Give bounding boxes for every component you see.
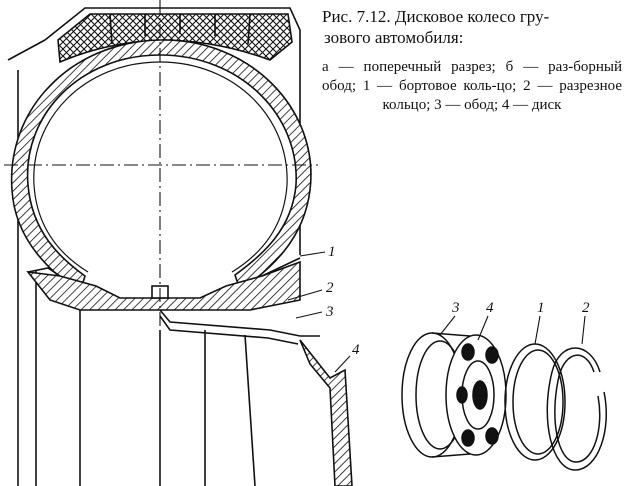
tire-cross-section (4, 0, 353, 486)
label-disc: 4 (352, 342, 360, 358)
rim-base (26, 260, 301, 311)
caption-title: Рис. 7.12. Дисковое колесо гру- зового а… (322, 6, 622, 48)
exploded-split-ring (546, 347, 608, 471)
label-split-ring: 2 (326, 280, 334, 296)
disc (299, 339, 353, 486)
exploded-view (401, 315, 608, 471)
label-bead-ring: 1 (328, 244, 336, 260)
caption-title-line1: Рис. 7.12. Дисковое колесо гру- (322, 7, 550, 26)
exploded-label-bead-ring: 1 (537, 300, 545, 316)
figure-caption: Рис. 7.12. Дисковое колесо гру- зового а… (322, 6, 622, 115)
exploded-label-split-ring: 2 (582, 300, 590, 316)
exploded-label-disc: 4 (486, 300, 494, 316)
caption-title-line2: зового автомобиля: (324, 28, 464, 47)
exploded-label-rim: 3 (451, 300, 460, 316)
caption-legend: а — поперечный разрез; б — раз-борный об… (322, 59, 622, 113)
label-rim: 3 (325, 304, 334, 320)
outer-wheel-outline (44, 7, 301, 255)
tire-carcass (10, 39, 312, 294)
